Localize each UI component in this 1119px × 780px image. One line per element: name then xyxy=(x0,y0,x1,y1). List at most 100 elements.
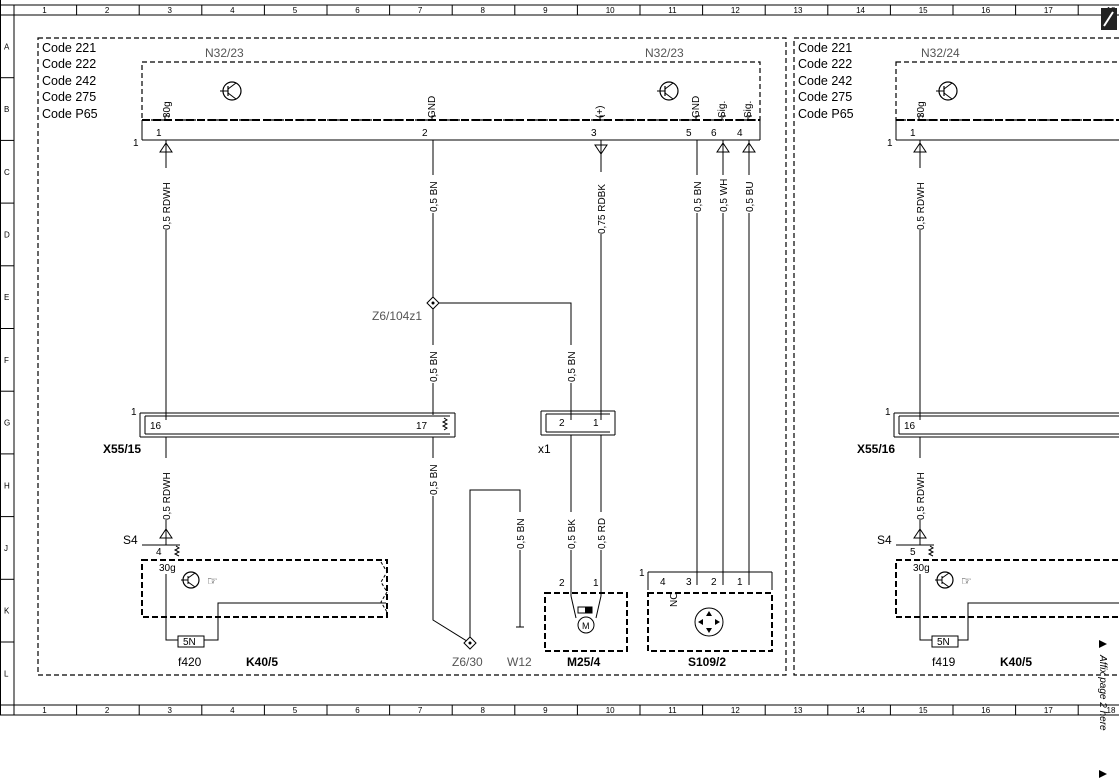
right-code-2: Code 222 xyxy=(798,57,852,71)
grid-column-label: 2 xyxy=(105,6,110,15)
transistor-icon xyxy=(220,81,242,101)
grid-column-label: 18 xyxy=(1107,706,1116,715)
transistor-icon xyxy=(657,81,679,101)
relay-k40-5-box xyxy=(141,559,388,618)
motor-symbol: M xyxy=(582,621,590,631)
triangle-marker-icon xyxy=(1099,770,1107,778)
right-code-4: Code 275 xyxy=(798,90,852,104)
pin-name-gnd: GND xyxy=(427,96,438,118)
wire-label-bn-4: 0,5 BN xyxy=(567,351,578,382)
grid-row-label: J xyxy=(4,544,8,553)
motor-m25-4-box xyxy=(544,592,628,652)
wire-label-bn-2: 0,5 BN xyxy=(693,181,704,212)
right-section-frame xyxy=(793,37,1119,676)
pin-name-gnd2: GND xyxy=(691,96,702,118)
x55-15-pin-17: 17 xyxy=(416,421,428,432)
grid-row-label: B xyxy=(4,105,9,114)
hand-pointer-icon: ☞ xyxy=(961,574,972,588)
right-code-1: Code 221 xyxy=(798,41,852,55)
grid-column-label: 11 xyxy=(668,6,677,15)
grid-column-label: 16 xyxy=(981,6,990,15)
wire-label-rd: 0,5 RD xyxy=(597,518,608,549)
x55-15-label: X55/15 xyxy=(103,442,141,456)
left-code-3: Code 242 xyxy=(42,74,96,88)
connector-x55-16: 1 16 X55/16 xyxy=(857,407,1119,456)
grid-row-label: C xyxy=(4,168,10,177)
left-code-2: Code 222 xyxy=(42,57,96,71)
switch-pin-1: 1 xyxy=(737,577,743,588)
x55-16-label: X55/16 xyxy=(857,442,895,456)
direction-pad-icon xyxy=(694,607,724,637)
grid-column-label: 10 xyxy=(606,6,615,15)
grid-column-label: 2 xyxy=(105,706,110,715)
wire-label-bn-6: 0,5 BN xyxy=(516,518,527,549)
motor-pin-2: 2 xyxy=(559,578,565,589)
grid-row-label: G xyxy=(4,419,10,428)
left-section-frame xyxy=(37,37,787,676)
grid-row-label: L xyxy=(4,669,9,678)
s4-pin: 4 xyxy=(156,547,162,558)
grid-column-label: 4 xyxy=(230,6,235,15)
left-code-1: Code 221 xyxy=(42,41,96,55)
grid-column-label: 9 xyxy=(543,6,548,15)
transistor-icon xyxy=(936,81,958,101)
x55-16-pin: 16 xyxy=(904,421,916,432)
ground-label-w12: W12 xyxy=(507,655,532,669)
connector-x55-15: 1 16 17 X55/15 xyxy=(103,407,456,456)
grid-column-label: 16 xyxy=(981,706,990,715)
right-relay-pin-30g: 30g xyxy=(913,563,930,574)
module-label-left: N32/23 xyxy=(205,46,244,60)
wire-label-bn-5: 0,5 BN xyxy=(429,464,440,495)
fuse-rating: 5N xyxy=(183,637,196,648)
left-code-5: Code P65 xyxy=(42,107,98,121)
motor-icon xyxy=(577,616,595,634)
grid-column-label: 6 xyxy=(355,6,360,15)
ground-label-z6-30: Z6/30 xyxy=(452,655,483,669)
grid-column-label: 14 xyxy=(856,6,865,15)
grid-column-label: 3 xyxy=(168,706,173,715)
switch-nc: NC xyxy=(669,593,680,607)
right-wire-label-bottom: 0,5 RDWH xyxy=(916,472,927,520)
s4-label: S4 xyxy=(123,533,138,547)
right-s4-pin: 5 xyxy=(910,547,916,558)
grid-column-label: 1 xyxy=(42,6,47,15)
wire-label-rdwh-1: 0,5 RDWH xyxy=(162,182,173,230)
wire-label-rdwh-2: 0,5 RDWH xyxy=(162,472,173,520)
pin-name-sig2: Sig. xyxy=(743,101,754,118)
wire-label-bn-3: 0,5 BN xyxy=(429,351,440,382)
right-pin-name-30g: 30g xyxy=(916,101,927,118)
grid-column-label: 12 xyxy=(731,706,740,715)
triangle-marker-icon xyxy=(1099,640,1107,648)
grid-column-label: 5 xyxy=(293,706,298,715)
grid-row-label: E xyxy=(4,293,9,302)
wire-label-wh: 0,5 WH xyxy=(719,179,730,212)
grid-column-label: 10 xyxy=(606,706,615,715)
transistor-icon xyxy=(935,571,954,589)
left-code-4: Code 275 xyxy=(42,90,96,104)
pin-name-plus: (+) xyxy=(595,106,606,119)
right-s4-label: S4 xyxy=(877,533,892,547)
grid-column-label: 15 xyxy=(919,6,928,15)
grid-row-label: A xyxy=(4,42,10,51)
x55-15-group: 1 xyxy=(131,407,137,418)
grid-column-label: 7 xyxy=(418,706,423,715)
hand-pointer-icon: ☞ xyxy=(207,574,218,588)
x1-pin-1: 1 xyxy=(593,418,599,429)
grid-column-label: 13 xyxy=(794,706,803,715)
pin-num-6: 6 xyxy=(711,128,717,139)
relay-pin-30g: 30g xyxy=(159,563,176,574)
x1-label: x1 xyxy=(538,442,551,456)
wire-label-rdbk: 0,75 RDBK xyxy=(597,184,608,234)
module-pin-group: 1 xyxy=(133,138,139,149)
grid-column-label: 9 xyxy=(543,706,548,715)
switch-pin-2: 2 xyxy=(711,577,717,588)
right-module-pin-group: 1 xyxy=(887,138,893,149)
motor-label: M25/4 xyxy=(567,655,601,669)
module-n32-24-box xyxy=(895,61,1119,121)
splice-label: Z6/104z1 xyxy=(372,309,422,323)
grid-column-label: 17 xyxy=(1044,6,1053,15)
grid-row-label: D xyxy=(4,230,10,239)
grid-column-label: 5 xyxy=(293,6,298,15)
